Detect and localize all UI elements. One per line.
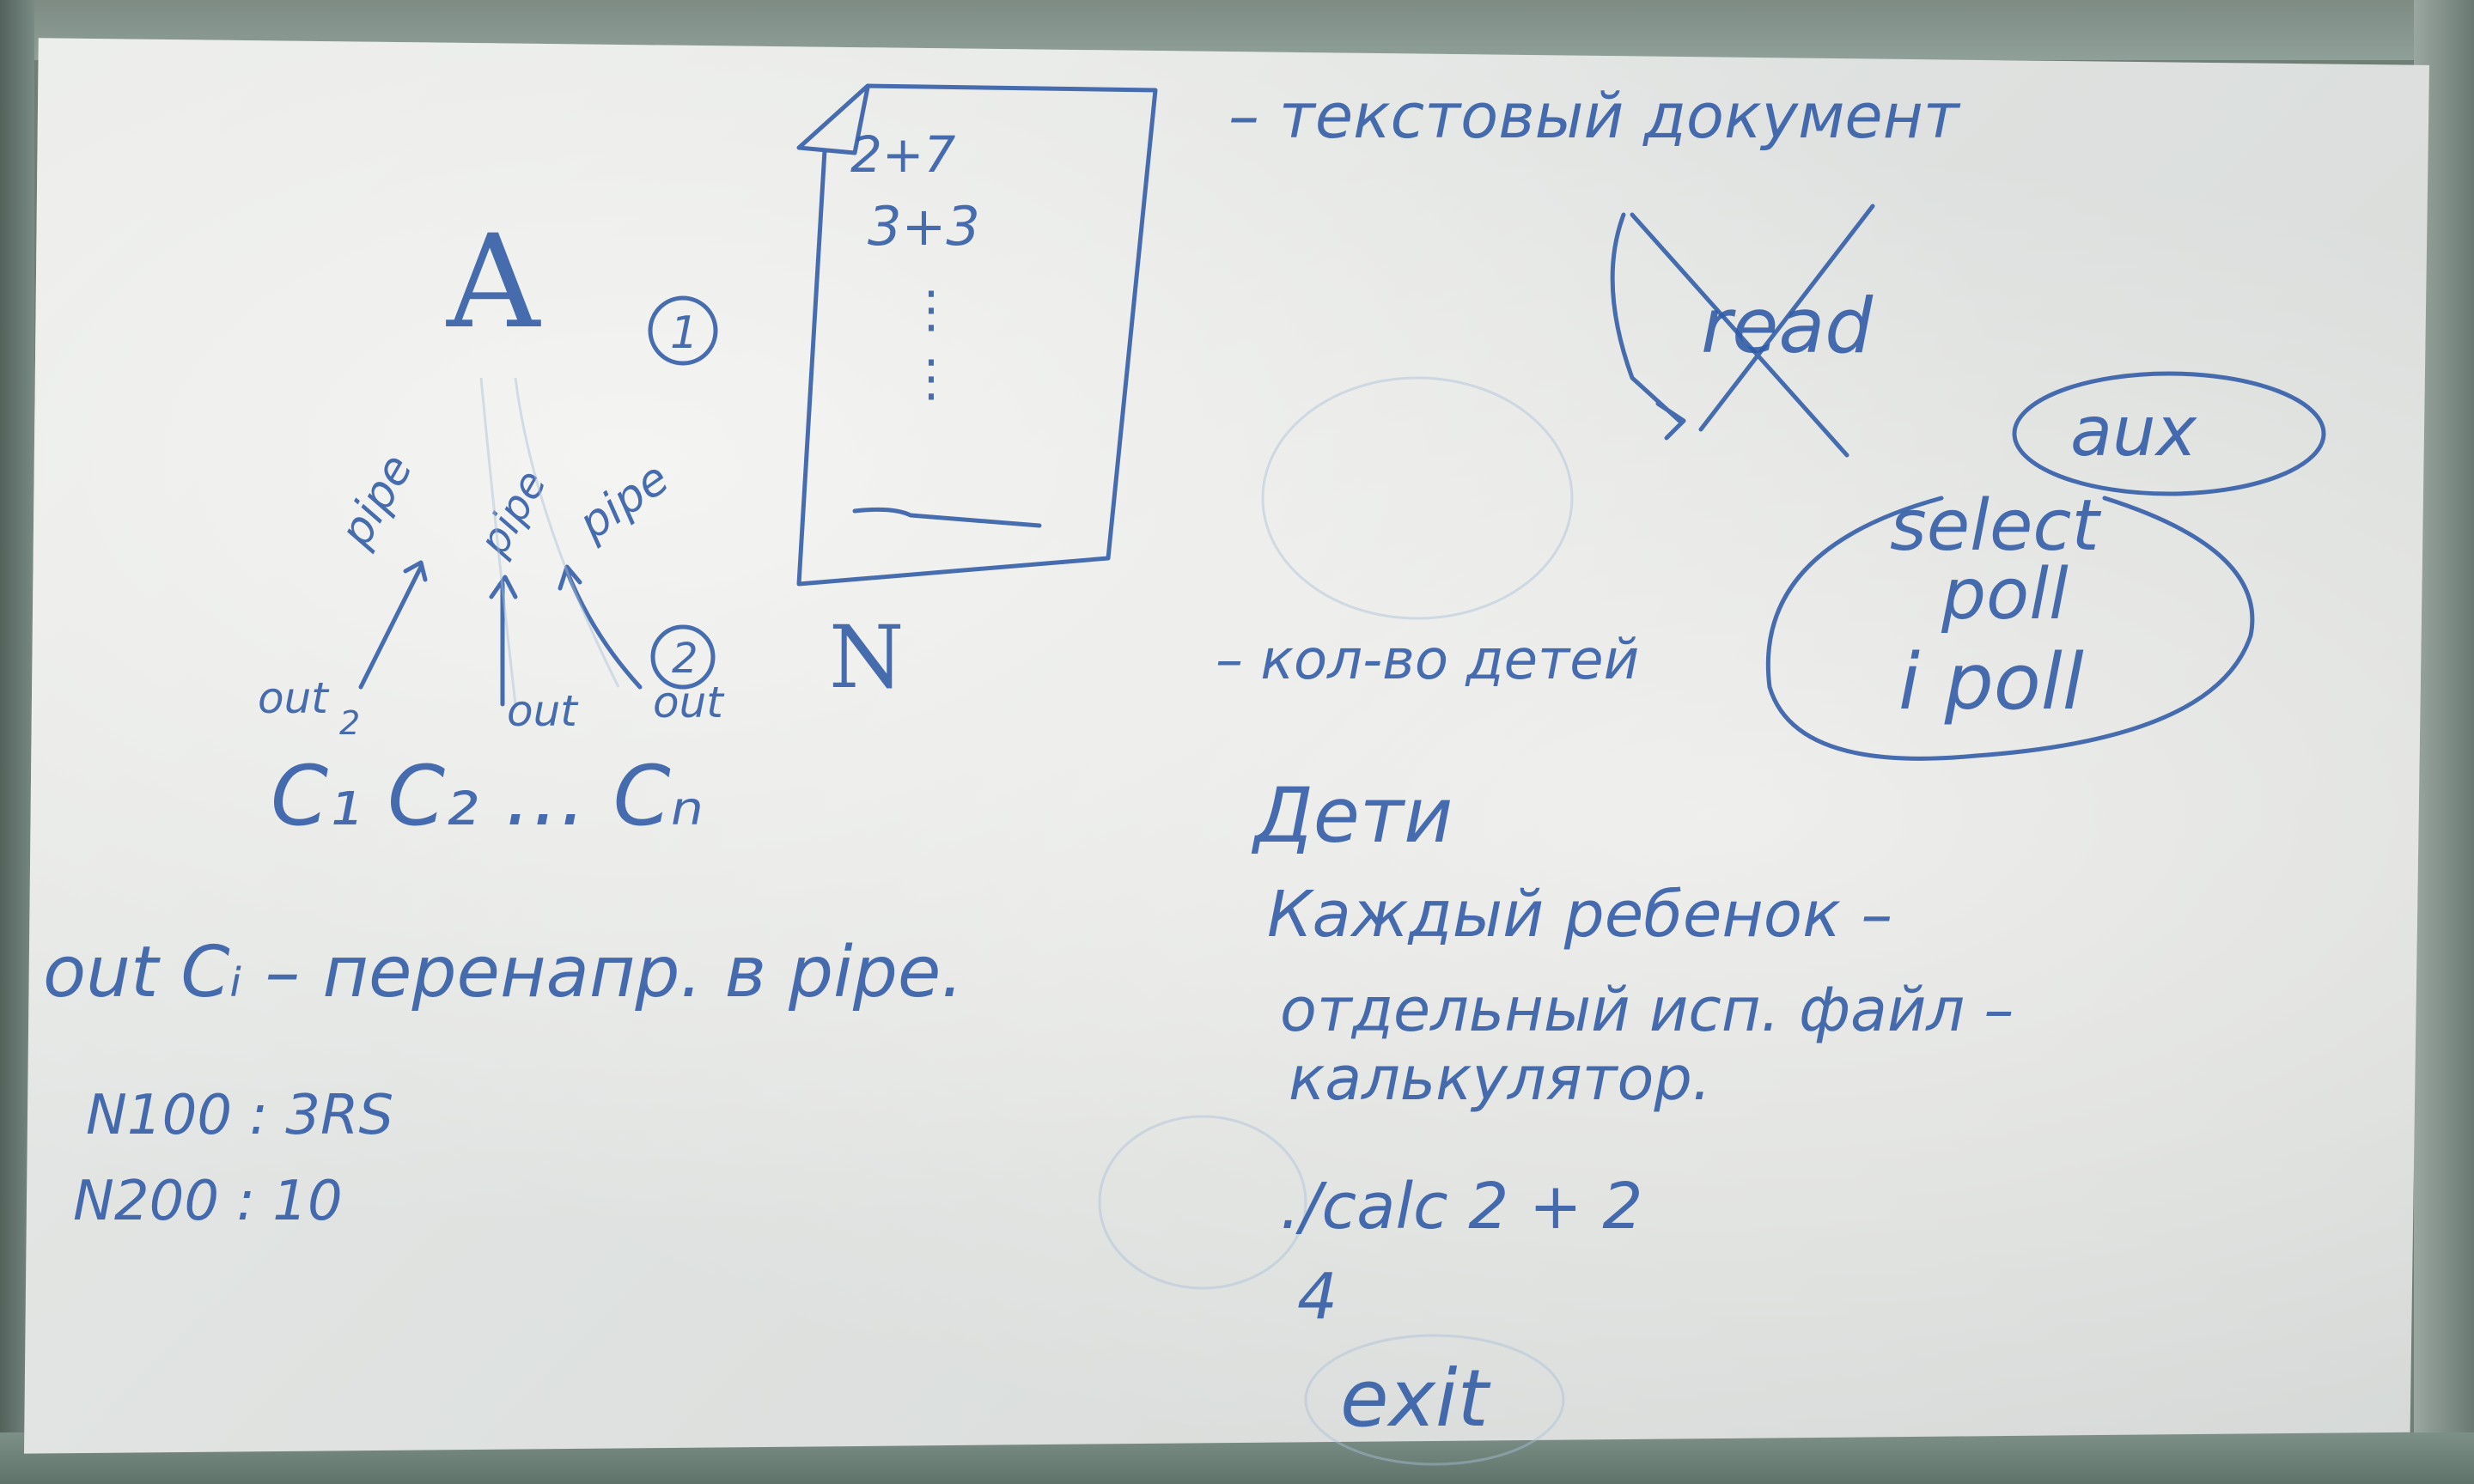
children-text-1: Каждый ребенок – — [1267, 878, 1892, 952]
option-poll: poll — [1941, 554, 2069, 636]
circle-2-outline — [650, 624, 716, 690]
note-read: read — [1701, 282, 1874, 370]
ghost-ellipse — [1098, 1115, 1307, 1290]
note-text-document: – текстовый документ — [1228, 80, 1961, 152]
exit-oval — [1304, 1334, 1565, 1466]
children-text-2: отдельный исп. файл – — [1280, 975, 2014, 1045]
pipe-arrow-2 — [489, 575, 518, 707]
document-line-4: ⋮ — [906, 349, 956, 407]
document-line-1: 2+7 — [850, 125, 955, 184]
stat-line-2: N200 : 10 — [73, 1170, 343, 1233]
ghost-ellipse — [1261, 376, 1574, 620]
document-last-line — [852, 507, 1042, 528]
option-ipoll: i poll — [1898, 637, 2084, 727]
circle-1-outline — [648, 295, 718, 366]
note-children-count: – кол-во детей — [1216, 629, 1639, 692]
document-line-3: ⋮ — [906, 280, 956, 338]
children-text-3: калькулятор. — [1289, 1043, 1711, 1114]
out-label-3: out — [653, 678, 725, 727]
options-oval — [1765, 496, 2255, 761]
note-out-redirect: out Cᵢ – перенапр. в pipe. — [43, 932, 963, 1013]
read-cross-out — [1630, 204, 1875, 458]
pipe-label-2: pipe — [469, 462, 556, 564]
pipe-arrow-3 — [558, 564, 643, 690]
stat-line-1: N100 : 3RS — [86, 1084, 393, 1147]
ghost-lines — [479, 377, 620, 705]
aux-oval — [2012, 371, 2326, 496]
example-result: 4 — [1297, 1260, 1338, 1334]
circle-1-label: 1 — [670, 307, 698, 359]
aux-label: aux — [2070, 392, 2198, 471]
out-subscript: 2 — [339, 704, 360, 742]
pipe-label-3: pipe — [569, 453, 678, 550]
label-a: A — [446, 208, 541, 357]
children-row: C₁ C₂ … Cₙ — [271, 748, 704, 844]
out-label-1: out — [258, 673, 330, 723]
children-heading: Дети — [1251, 771, 1453, 860]
circle-2-label: 2 — [672, 635, 698, 683]
label-n: N — [829, 607, 905, 708]
whiteboard — [24, 38, 2429, 1454]
document-outline — [796, 83, 1158, 587]
pipe-arrow-1 — [358, 560, 428, 690]
read-loop-arrow — [1610, 212, 1686, 441]
option-select: select — [1890, 485, 2101, 567]
example-command: ./calc 2 + 2 — [1280, 1170, 1642, 1244]
exit-word: exit — [1340, 1353, 1491, 1444]
pipe-label-1: pipe — [330, 446, 424, 556]
out-label-2: out — [507, 686, 579, 736]
document-line-2: 3+3 — [868, 195, 980, 258]
